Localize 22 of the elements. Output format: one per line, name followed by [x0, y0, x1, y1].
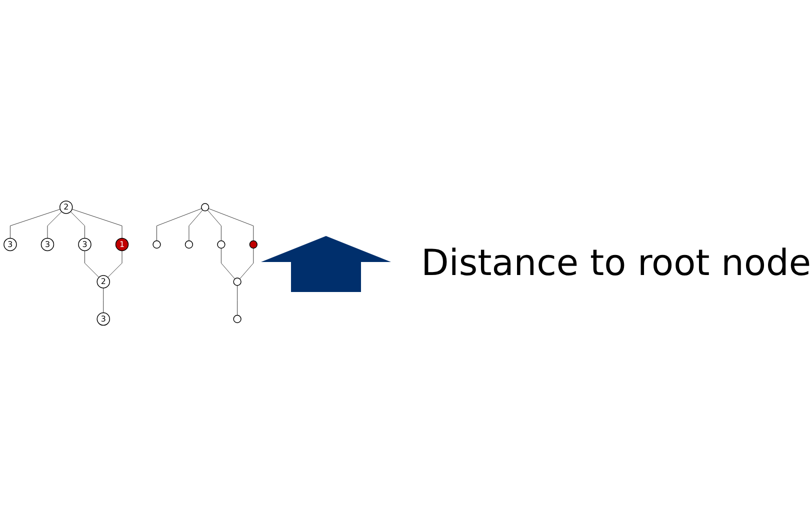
connector	[207, 210, 222, 242]
node-circle	[249, 240, 258, 249]
connector	[70, 212, 85, 239]
connector	[108, 250, 122, 278]
connector	[237, 286, 238, 316]
connector	[84, 250, 100, 278]
connector	[188, 210, 203, 242]
connector	[156, 208, 202, 242]
node-circle	[201, 204, 210, 212]
node-circle	[184, 240, 194, 249]
node-circle	[152, 240, 161, 249]
node-circle	[217, 240, 226, 249]
connector	[208, 208, 254, 242]
connector	[239, 248, 254, 280]
node-circle	[233, 315, 242, 324]
connector	[47, 212, 62, 239]
caption-text: Distance to root node	[421, 243, 811, 284]
node-circle	[233, 278, 242, 286]
connector	[72, 209, 122, 239]
connector	[103, 288, 104, 314]
connector	[220, 248, 236, 280]
connector	[10, 209, 60, 239]
